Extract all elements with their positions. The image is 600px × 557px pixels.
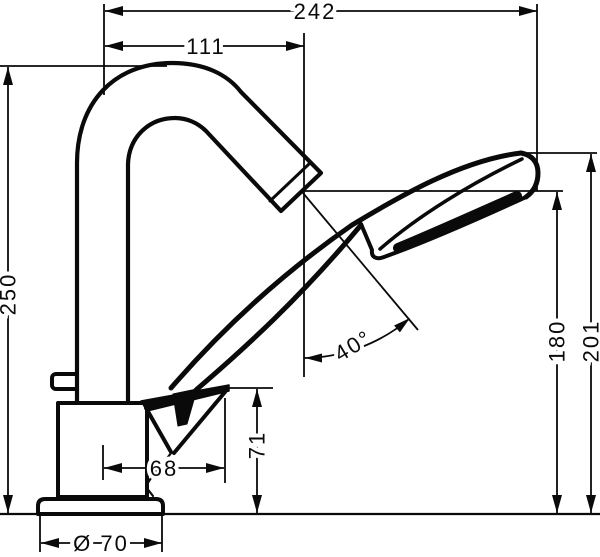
arrow-250-bottom [3, 495, 13, 513]
hose-drop-line [144, 451, 173, 498]
overall-reach-label: 242 [294, 0, 337, 24]
arrow-242-right [519, 6, 537, 16]
arrow-d70-left [41, 538, 59, 548]
holder-cone-left-edge [144, 406, 173, 454]
arrow-201-bottom [586, 495, 596, 513]
arrow-180-bottom [552, 495, 562, 513]
handshower-handle-lower-edge [193, 222, 364, 393]
outlet-height-label: 180 [545, 320, 570, 363]
arrow-71-bottom [252, 495, 262, 513]
arrow-111-right [286, 41, 304, 51]
arrow-71-top [252, 389, 262, 407]
dimension-arrowheads [3, 6, 596, 548]
holder-rim-height-label: 71 [245, 431, 270, 459]
arrow-111-left [105, 41, 123, 51]
holder-cone-right-edge [172, 390, 227, 455]
handshower-spray-face-band [393, 191, 522, 253]
holder-offset-label: 68 [150, 456, 178, 481]
arrow-180-top [552, 192, 562, 210]
handle-butt-in-holder [172, 388, 198, 427]
handshower-head-end-cap [518, 150, 541, 200]
arrow-d70-right [144, 538, 162, 548]
spout-aerator-line [268, 162, 311, 203]
base-escutcheon [36, 497, 165, 516]
arrow-angle-diagonal [394, 318, 410, 333]
handshower-face-line [378, 157, 524, 251]
arrow-242-left [105, 6, 123, 16]
spout-height-label: 250 [0, 273, 21, 316]
arrow-angle-left [305, 353, 322, 363]
spout-and-column-outline [74, 60, 324, 406]
arrow-250-top [3, 67, 13, 85]
handshower-handle-top-edge [168, 150, 524, 391]
spout-reach-label: 111 [186, 34, 225, 59]
holder-angle-label: 40° [330, 325, 377, 367]
base-diameter-label: Ø 70 [73, 531, 129, 556]
arrow-68-left [104, 463, 122, 473]
handshower-top-height-label: 201 [579, 320, 600, 363]
arrow-201-top [586, 154, 596, 172]
angle-reference-diagonal [302, 192, 419, 331]
arrow-68-right [206, 463, 224, 473]
dimension-lines [0, 4, 600, 552]
faucet-figure [36, 60, 541, 516]
